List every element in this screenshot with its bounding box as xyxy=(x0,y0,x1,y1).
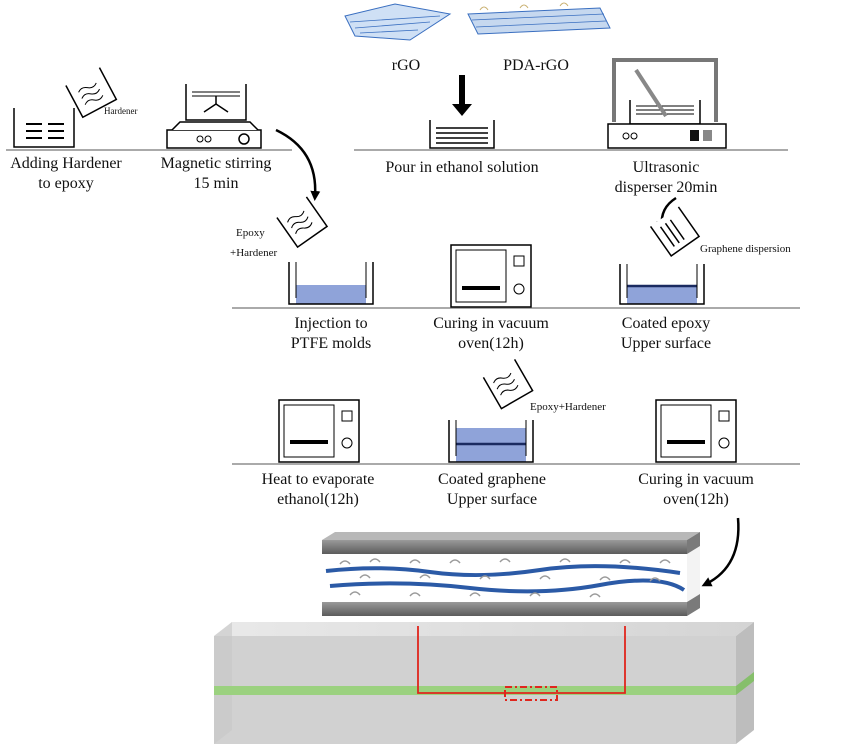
laminate-cross-section xyxy=(322,532,700,616)
curing-oven-2-label-2: oven(12h) xyxy=(663,491,729,508)
coated-graphene-label-1: Coated graphene xyxy=(438,471,546,488)
rgo-sheet-icon xyxy=(344,3,452,41)
pda-rgo-label: PDA-rGO xyxy=(503,57,569,74)
epoxy-hardener-cup-2-icon xyxy=(482,359,534,410)
curing-oven-1-label-2: oven(12h) xyxy=(458,335,524,352)
ultrasonic-label-1: Ultrasonic xyxy=(633,159,700,176)
coated-epoxy-label-2: Upper surface xyxy=(621,335,711,352)
graphene-dispersion-cup-icon xyxy=(649,206,701,257)
curved-arrow-to-laminate xyxy=(701,517,740,587)
injection-label-1: Injection to xyxy=(294,315,367,332)
tilted-hardener-cup-icon xyxy=(65,67,118,119)
pour-ethanol-label: Pour in ethanol solution xyxy=(385,159,538,176)
graphene-layer-icon xyxy=(325,558,686,598)
heat-evaporate-label-1: Heat to evaporate xyxy=(262,471,375,488)
ultrasonic-disperser-icon xyxy=(607,58,727,149)
coated-epoxy-mold-icon xyxy=(619,264,705,305)
composite-slab xyxy=(214,622,754,744)
magnetic-stirring-label-2: 15 min xyxy=(194,175,239,192)
hardener-small-label: Hardener xyxy=(104,106,137,116)
epoxy-hardener-2-label: Epoxy+Hardener xyxy=(530,401,606,413)
curing-oven-2-label-1: Curing in vacuum xyxy=(638,471,754,488)
curing-oven-2-icon xyxy=(655,399,737,463)
ptfe-mold-icon xyxy=(288,262,374,305)
ethanol-beaker-icon xyxy=(429,120,495,149)
epoxy-hardener-label-1: Epoxy xyxy=(236,227,265,239)
injection-label-2: PTFE molds xyxy=(291,335,371,352)
epoxy-hardener-cup-icon xyxy=(276,196,329,249)
vacuum-oven-icon xyxy=(450,244,532,308)
evaporation-oven-icon xyxy=(278,399,360,463)
beaker-icon xyxy=(13,108,75,148)
epoxy-hardener-label-2: +Hardener xyxy=(230,247,277,259)
heat-evaporate-label-2: ethanol(12h) xyxy=(277,491,359,508)
sensor-circuit-icon xyxy=(417,626,626,701)
curing-oven-1-label-1: Curing in vacuum xyxy=(433,315,549,332)
magnetic-stirrer-icon xyxy=(166,84,262,149)
coated-epoxy-label-1: Coated epoxy xyxy=(622,315,710,332)
adding-hardener-label-2: to epoxy xyxy=(38,175,94,192)
curved-arrow-to-injection xyxy=(275,128,321,201)
magnetic-stirring-label-1: Magnetic stirring xyxy=(161,155,272,172)
coated-graphene-mold-icon xyxy=(448,420,534,463)
graphene-dispersion-label: Graphene dispersion xyxy=(700,243,791,255)
adding-hardener-label-1: Adding Hardener xyxy=(10,155,122,172)
ultrasonic-label-2: disperser 20min xyxy=(615,179,718,196)
rgo-label: rGO xyxy=(392,57,420,74)
pda-rgo-sheet-icon xyxy=(467,2,611,35)
coated-graphene-label-2: Upper surface xyxy=(447,491,537,508)
